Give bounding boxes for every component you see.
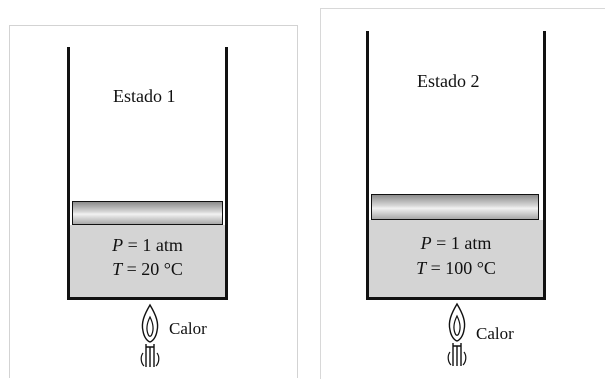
pressure-label: P = 1 atm [420,233,492,253]
flame-icon [447,302,467,366]
temperature-label: T = 100 °C [416,258,496,278]
cylinder-left-wall [366,31,369,300]
pressure-label: P = 1 atm [112,235,183,255]
gas-region [369,220,543,297]
state-2-panel: Estado 2 P = 1 atm T = 100 °C Calor [320,8,605,379]
piston [371,194,539,220]
flame-icon [140,303,160,367]
gas-region [70,225,225,297]
cylinder-base [67,297,228,300]
state-1-panel: Estado 1 P = 1 atm T = 20 °C Calor [9,25,298,378]
temperature-label: T = 20 °C [112,259,183,279]
cylinder-left-wall [67,47,70,300]
heat-label: Calor [476,324,514,343]
state-1-title: Estado 1 [113,86,176,106]
piston [72,201,223,225]
state-2-title: Estado 2 [417,71,480,91]
cylinder-right-wall [225,47,228,300]
cylinder-base [366,297,546,300]
heat-label: Calor [169,319,207,338]
cylinder-right-wall [543,31,546,300]
